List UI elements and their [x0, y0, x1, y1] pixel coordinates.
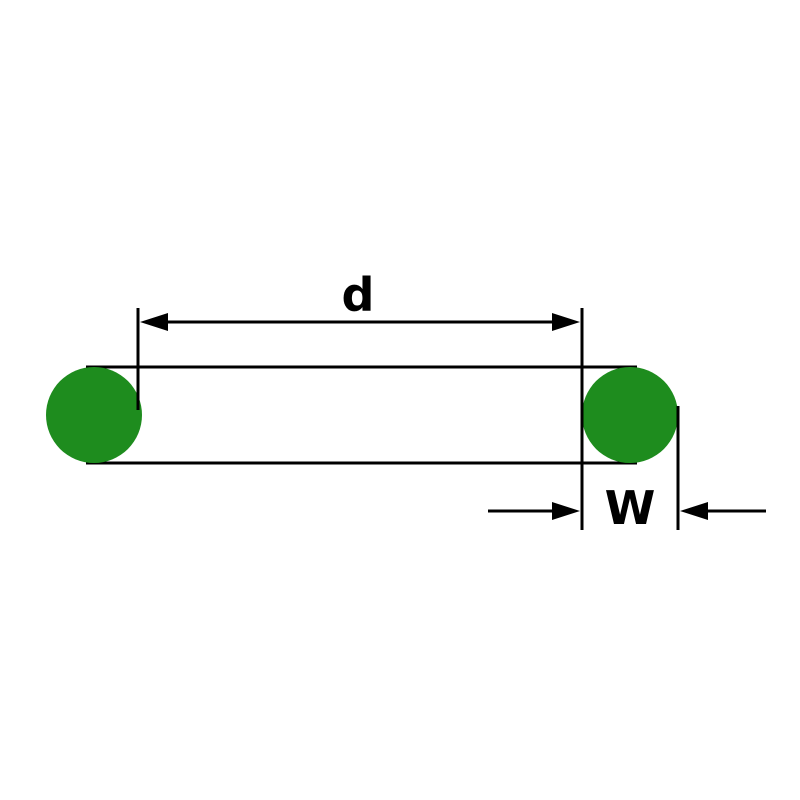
d-arrow-right-icon — [552, 313, 580, 331]
d-label: d — [342, 268, 375, 322]
w-arrow-right-icon — [680, 502, 708, 520]
d-arrow-left-icon — [140, 313, 168, 331]
w-arrow-left-icon — [552, 502, 580, 520]
w-label: W — [605, 481, 656, 535]
oring-left-cross-section — [46, 367, 142, 463]
oring-right-cross-section — [582, 367, 678, 463]
